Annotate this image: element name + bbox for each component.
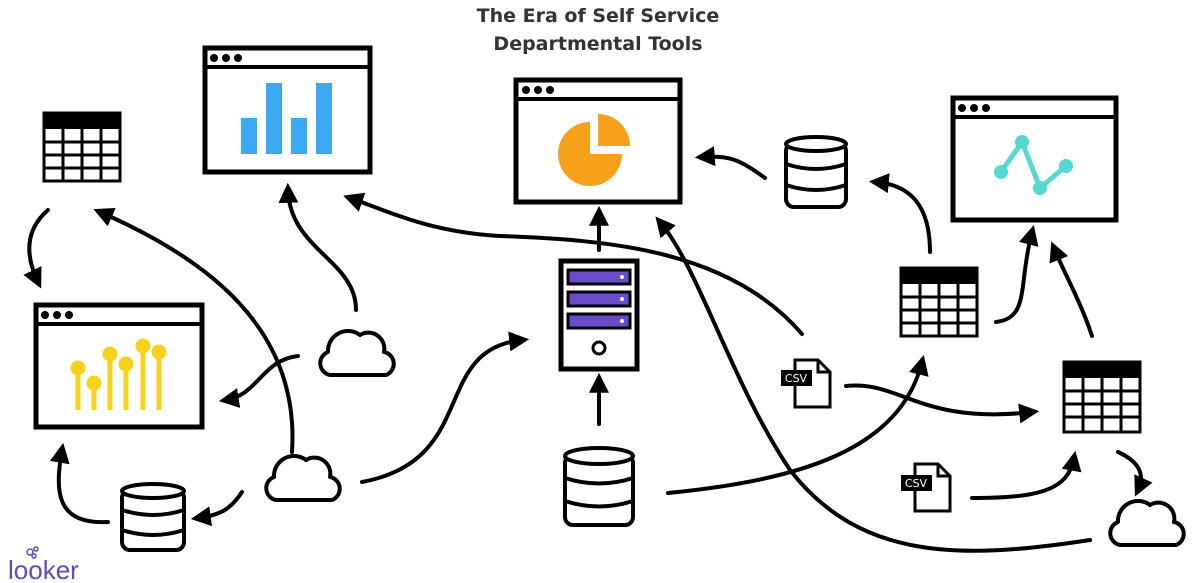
arrow-icon bbox=[93, 207, 295, 454]
arrow-icon bbox=[844, 383, 1040, 424]
arrow-icon bbox=[666, 355, 929, 495]
arrow-icon bbox=[1049, 241, 1094, 338]
arrow-icon bbox=[694, 146, 767, 180]
arrow-icon bbox=[994, 225, 1039, 324]
arrow-icon bbox=[970, 450, 1082, 500]
lollipop-chart-window-icon bbox=[33, 302, 205, 430]
line-chart-window-icon bbox=[950, 95, 1119, 223]
database-icon bbox=[563, 446, 635, 527]
arrow-icon bbox=[278, 182, 358, 312]
line-chart-shape bbox=[994, 135, 1073, 195]
database-icon bbox=[120, 482, 186, 552]
arrow-icon bbox=[1116, 450, 1153, 497]
arrow-icon bbox=[23, 208, 50, 289]
csv-label: CSV bbox=[905, 477, 928, 490]
csv-file-icon: CSV bbox=[901, 462, 952, 513]
title-line-2: Departmental Tools bbox=[493, 33, 702, 55]
pie-chart-shape bbox=[558, 114, 630, 186]
spreadsheet-icon bbox=[42, 111, 122, 183]
csv-file-icon: CSV bbox=[781, 358, 832, 409]
logo-text: looker bbox=[8, 555, 79, 583]
spreadsheet-icon bbox=[899, 266, 979, 338]
arrows bbox=[23, 146, 1153, 553]
looker-logo: looker bbox=[8, 546, 79, 583]
arrow-icon bbox=[360, 331, 530, 484]
csv-label: CSV bbox=[785, 372, 808, 385]
arrow-icon bbox=[343, 192, 804, 336]
database-icon bbox=[784, 135, 848, 209]
arrow-icon bbox=[218, 354, 300, 408]
title-line-1: The Era of Self Service bbox=[477, 5, 720, 27]
lollipop-chart-stems bbox=[70, 338, 167, 410]
arrow-icon bbox=[49, 442, 110, 525]
bar-chart-bars bbox=[241, 83, 332, 154]
pie-chart-window-icon bbox=[513, 77, 683, 205]
server-icon bbox=[558, 258, 640, 372]
cloud-icon bbox=[318, 329, 396, 377]
arrow-icon bbox=[868, 173, 932, 254]
spreadsheet-icon bbox=[1062, 360, 1142, 434]
arrow-icon bbox=[190, 490, 244, 527]
bar-chart-window-icon bbox=[202, 45, 373, 175]
cloud-icon bbox=[264, 454, 342, 502]
cloud-icon bbox=[1108, 499, 1186, 547]
